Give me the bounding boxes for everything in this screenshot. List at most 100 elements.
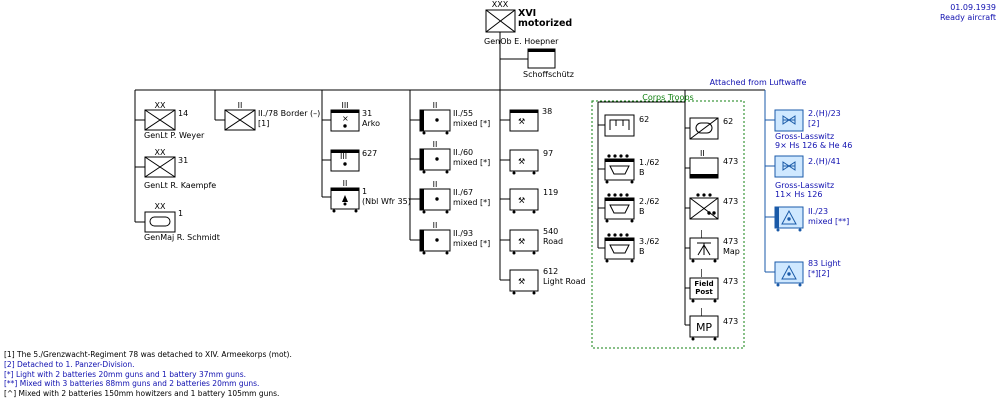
signal-battalion-62[interactable]: 62 bbox=[598, 114, 649, 137]
corps-troops-group: Corps Troops bbox=[591, 93, 745, 349]
svg-text:III: III bbox=[341, 101, 348, 110]
light-flak-83[interactable]: 83 Light [*][2] bbox=[765, 259, 841, 287]
svg-text:540: 540 bbox=[543, 227, 558, 236]
svg-text:mixed [*]: mixed [*] bbox=[453, 239, 490, 248]
svg-text:2.(H)/41: 2.(H)/41 bbox=[808, 157, 841, 166]
division-commander: GenLt P. Weyer bbox=[144, 131, 205, 140]
corps-echelon: XXX bbox=[492, 0, 509, 9]
svg-text:II./93: II./93 bbox=[453, 229, 473, 238]
svg-text:Map: Map bbox=[723, 247, 740, 256]
flak-battalion-ii-23[interactable]: II./23 mixed [**] bbox=[765, 206, 849, 232]
svg-text:[2]: [2] bbox=[808, 119, 819, 128]
svg-text:II: II bbox=[433, 180, 438, 189]
recon-squadron-2-h-41[interactable]: 2.(H)/41 Gross-Lasswitz 11× Hs 126 bbox=[765, 155, 841, 199]
division-14[interactable]: XX 14 GenLt P. Weyer bbox=[135, 101, 205, 140]
division-number: 31 bbox=[178, 156, 188, 165]
svg-text:⚒: ⚒ bbox=[518, 237, 525, 246]
svg-text:38: 38 bbox=[542, 107, 552, 116]
svg-text:II./60: II./60 bbox=[453, 148, 473, 157]
field-post-473[interactable]: | Field Post 473 bbox=[685, 268, 738, 303]
hq-staff-label: Schoffschütz bbox=[523, 70, 574, 79]
medical-unit-473[interactable]: 473 bbox=[685, 193, 738, 220]
svg-text:II: II bbox=[433, 140, 438, 149]
svg-text:612: 612 bbox=[543, 267, 558, 276]
svg-text:II: II bbox=[433, 221, 438, 230]
corps-commander: GenOb E. Hoepner bbox=[484, 37, 559, 46]
engineer-97[interactable]: ⚒ 97 bbox=[500, 149, 553, 175]
svg-text:627: 627 bbox=[362, 149, 377, 158]
rocket-battalion-1[interactable]: II 1 (Nbl Wfr 35) bbox=[322, 179, 411, 213]
svg-text:⚒: ⚒ bbox=[518, 117, 525, 126]
svg-text:2./62: 2./62 bbox=[639, 197, 660, 206]
svg-text:II: II bbox=[238, 101, 243, 110]
bridge-column-1[interactable]: 1./62 B bbox=[598, 154, 660, 184]
division-1[interactable]: XX 1 GenMaj R. Schmidt bbox=[135, 202, 220, 242]
footnote-3: [*] Light with 2 batteries 20mm guns and… bbox=[4, 370, 246, 379]
svg-text:|: | bbox=[700, 307, 703, 316]
division-number: 14 bbox=[178, 109, 188, 118]
svg-text:[1]: [1] bbox=[258, 119, 269, 128]
svg-text:mixed [*]: mixed [*] bbox=[453, 158, 490, 167]
svg-text:62: 62 bbox=[723, 117, 733, 126]
engineer-612[interactable]: ⚒ 612 Light Road bbox=[500, 267, 586, 295]
svg-text:II./23: II./23 bbox=[808, 207, 828, 216]
engineer-38[interactable]: ⚒ 38 bbox=[500, 107, 552, 132]
svg-text:⚒: ⚒ bbox=[518, 196, 525, 205]
svg-text:III: III bbox=[340, 152, 347, 161]
footnote-4: [**] Mixed with 3 batteries 88mm guns an… bbox=[4, 379, 259, 388]
svg-text:62: 62 bbox=[639, 115, 649, 124]
engineer-540[interactable]: ⚒ 540 Road bbox=[500, 227, 563, 255]
svg-text:×: × bbox=[342, 114, 349, 123]
svg-text:mixed [*]: mixed [*] bbox=[453, 198, 490, 207]
svg-text:Road: Road bbox=[543, 237, 563, 246]
recon-battalion-62[interactable]: 62 bbox=[685, 117, 733, 140]
svg-text:11× Hs 126: 11× Hs 126 bbox=[775, 190, 822, 199]
flak-60[interactable]: II II./60 mixed [*] bbox=[410, 140, 490, 174]
footnotes: [1] The 5./Grenzwacht-Regiment 78 was de… bbox=[4, 350, 292, 398]
svg-text:⚒: ⚒ bbox=[518, 277, 525, 286]
svg-text:473: 473 bbox=[723, 237, 738, 246]
svg-text:3./62: 3./62 bbox=[639, 237, 660, 246]
arko-31[interactable]: III × 31 Arko bbox=[322, 101, 380, 132]
engineer-119[interactable]: ⚒ 119 bbox=[500, 188, 558, 214]
flak-55[interactable]: II II./55 mixed [*] bbox=[410, 101, 490, 135]
svg-text:II: II bbox=[433, 101, 438, 110]
svg-text:mixed [*]: mixed [*] bbox=[453, 119, 490, 128]
svg-text:II./78 Border (–): II./78 Border (–) bbox=[258, 109, 320, 118]
svg-text:9× Hs 126 & He 46: 9× Hs 126 & He 46 bbox=[775, 141, 852, 150]
bridge-column-2[interactable]: 2./62 B bbox=[598, 193, 660, 223]
military-police-473[interactable]: | MP 473 bbox=[685, 307, 738, 341]
svg-text:|: | bbox=[700, 268, 703, 277]
hq-staff-unit[interactable]: Schoffschütz bbox=[523, 48, 574, 79]
svg-text:2.(H)/23: 2.(H)/23 bbox=[808, 109, 841, 118]
status-label: Ready aircraft bbox=[940, 13, 996, 22]
corps-hq[interactable]: XXX XVI motorized GenOb E. Hoepner bbox=[484, 0, 572, 46]
svg-text:mixed [**]: mixed [**] bbox=[808, 217, 849, 226]
footnote-2: [2] Detached to 1. Panzer-Division. bbox=[4, 360, 135, 369]
border-battalion[interactable]: II II./78 Border (–) [1] bbox=[224, 101, 320, 131]
svg-text:Arko: Arko bbox=[362, 119, 380, 128]
svg-text:473: 473 bbox=[723, 157, 738, 166]
svg-text:II: II bbox=[700, 149, 705, 158]
division-number: 1 bbox=[178, 209, 183, 218]
svg-text:XX: XX bbox=[155, 148, 166, 157]
bridge-column-3[interactable]: 3./62 B bbox=[598, 233, 660, 263]
svg-text:1: 1 bbox=[362, 187, 367, 196]
svg-text:83 Light: 83 Light bbox=[808, 259, 841, 268]
flak-93[interactable]: II II./93 mixed [*] bbox=[410, 221, 490, 255]
artillery-627[interactable]: III 627 bbox=[322, 149, 377, 172]
division-31[interactable]: XX 31 GenLt R. Kaempfe bbox=[135, 148, 216, 190]
svg-text:Light Road: Light Road bbox=[543, 277, 586, 286]
recon-squadron-2-h-23[interactable]: 2.(H)/23 [2] Gross-Lasswitz 9× Hs 126 & … bbox=[765, 109, 852, 150]
division-commander: GenMaj R. Schmidt bbox=[144, 233, 220, 242]
supply-unit-473[interactable]: II 473 bbox=[685, 149, 738, 179]
footnote-5: [^] Mixed with 2 batteries 150mm howitze… bbox=[4, 389, 279, 398]
footnote-1: [1] The 5./Grenzwacht-Regiment 78 was de… bbox=[4, 350, 292, 359]
svg-text:Corps Troops: Corps Troops bbox=[642, 93, 693, 102]
flak-67[interactable]: II II./67 mixed [*] bbox=[410, 180, 490, 214]
svg-text:B: B bbox=[639, 247, 645, 256]
map-unit-473[interactable]: | 473 Map bbox=[685, 229, 740, 263]
svg-text:(Nbl Wfr 35): (Nbl Wfr 35) bbox=[362, 197, 411, 206]
svg-text:II: II bbox=[343, 179, 348, 188]
